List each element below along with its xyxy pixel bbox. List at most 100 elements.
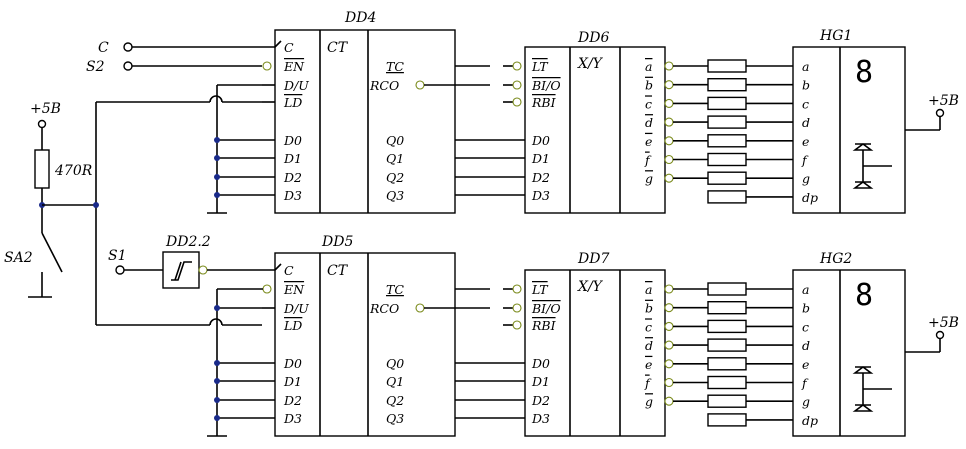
svg-text:TC: TC [386,282,404,297]
svg-text:D0: D0 [531,133,550,148]
svg-text:D2: D2 [283,170,302,185]
resistor [707,338,747,352]
plus5-hg2-label: +5B [928,315,959,331]
s2-input-terminal [123,61,133,71]
svg-text:D2: D2 [531,393,550,408]
svg-text:BI/O: BI/O [531,301,561,316]
decoder-output-label: g [645,171,653,186]
display-pin-label: g [802,394,810,409]
svg-text:Q1: Q1 [386,374,404,389]
plus5-hg1-label: +5B [928,93,959,109]
resistor [707,134,747,148]
display-pin-label: a [802,59,809,74]
s2-input-label: S2 [86,59,105,75]
decoder-output-label: d [645,115,653,130]
decoder-output-label: b [645,301,653,316]
display-pin-label: d [802,338,810,353]
svg-text:Q0: Q0 [386,133,404,148]
display-pin-label: e [802,357,809,372]
svg-text:RBI: RBI [531,318,557,333]
display-pin-label: c [802,319,809,334]
c-input-label: C [98,40,109,56]
svg-text:Q3: Q3 [386,188,404,203]
hg1-digit: 8 [855,55,873,90]
decoder-output-label: e [645,357,652,372]
resistor [707,190,747,204]
switch-sa2 [41,232,63,273]
hg1-title: HG1 [819,28,852,44]
svg-text:LT: LT [531,282,549,297]
svg-text:D0: D0 [283,356,302,371]
decoder-output-label: g [645,394,653,409]
svg-text:RCO: RCO [369,78,399,93]
dd4-title: DD4 [344,10,376,26]
resistor [707,77,747,92]
svg-text:Q1: Q1 [386,151,404,166]
svg-text:Q3: Q3 [386,411,404,426]
display-pin-label: b [802,301,810,316]
svg-text:D3: D3 [283,188,302,203]
resistor [707,59,747,73]
svg-text:D/U: D/U [283,301,309,316]
decoder-output-label: c [645,319,652,334]
svg-text:RBI: RBI [531,95,557,110]
svg-text:D2: D2 [283,393,302,408]
c-input-terminal [123,42,133,52]
svg-text:CT: CT [327,263,349,279]
resistor [707,319,747,334]
dd6-title: DD6 [577,30,609,46]
svg-text:D3: D3 [531,188,550,203]
svg-text:EN: EN [283,282,305,297]
svg-text:Q2: Q2 [386,170,404,185]
display-pin-label: f [801,153,809,168]
svg-text:X/Y: X/Y [577,56,604,72]
resistor [707,171,747,185]
svg-text:D1: D1 [283,374,302,389]
resistor [707,357,747,371]
dd22-title: DD2.2 [165,234,211,250]
svg-text:LD: LD [283,95,302,110]
resistor [707,96,747,111]
s1-input-terminal [115,265,125,275]
display-pin-label: g [802,171,810,186]
plus5-left-label: +5B [30,101,61,117]
s1-input-label: S1 [108,248,127,264]
svg-text:D3: D3 [531,411,550,426]
display-pin-label: e [802,134,809,149]
hg2-digit: 8 [855,278,873,313]
resistor [707,394,747,408]
input-section: C S2 +5B 470R SA2 S1 DD2.2 [4,40,280,326]
svg-text:D3: D3 [283,411,302,426]
svg-text:D1: D1 [283,151,302,166]
svg-text:C: C [284,263,294,278]
plus5-left-terminal [37,119,47,129]
display-pin-label: dp [802,413,818,428]
display-pin-label: b [802,78,810,93]
svg-text:D/U: D/U [283,78,309,93]
resistor [707,301,747,315]
display-pin-label: f [801,376,809,391]
counter-dd5: DD5 CT C EN D/U LD D0 D1 D2 D3 TC RCO Q0… [262,234,456,437]
svg-text:D2: D2 [531,170,550,185]
resistor [707,375,747,390]
display-pin-label: c [802,96,809,111]
svg-text:X/Y: X/Y [577,279,604,295]
display-pin-label: d [802,115,810,130]
svg-text:D0: D0 [531,356,550,371]
decoder-output-label: f [644,153,652,168]
decoder-output-label: e [645,134,652,149]
svg-text:D1: D1 [531,374,550,389]
svg-text:Q2: Q2 [386,393,404,408]
svg-text:LT: LT [531,59,549,74]
display-pin-label: dp [802,190,818,205]
svg-text:CT: CT [327,40,349,56]
decoder-output-label: c [645,96,652,111]
counter-dd4: DD4 CT C EN D/U LD D0 D1 D2 D3 TC RCO Q0… [262,10,456,214]
display-pin-label: a [802,282,809,297]
resistor-label: 470R [54,163,93,179]
resistor [707,413,747,427]
